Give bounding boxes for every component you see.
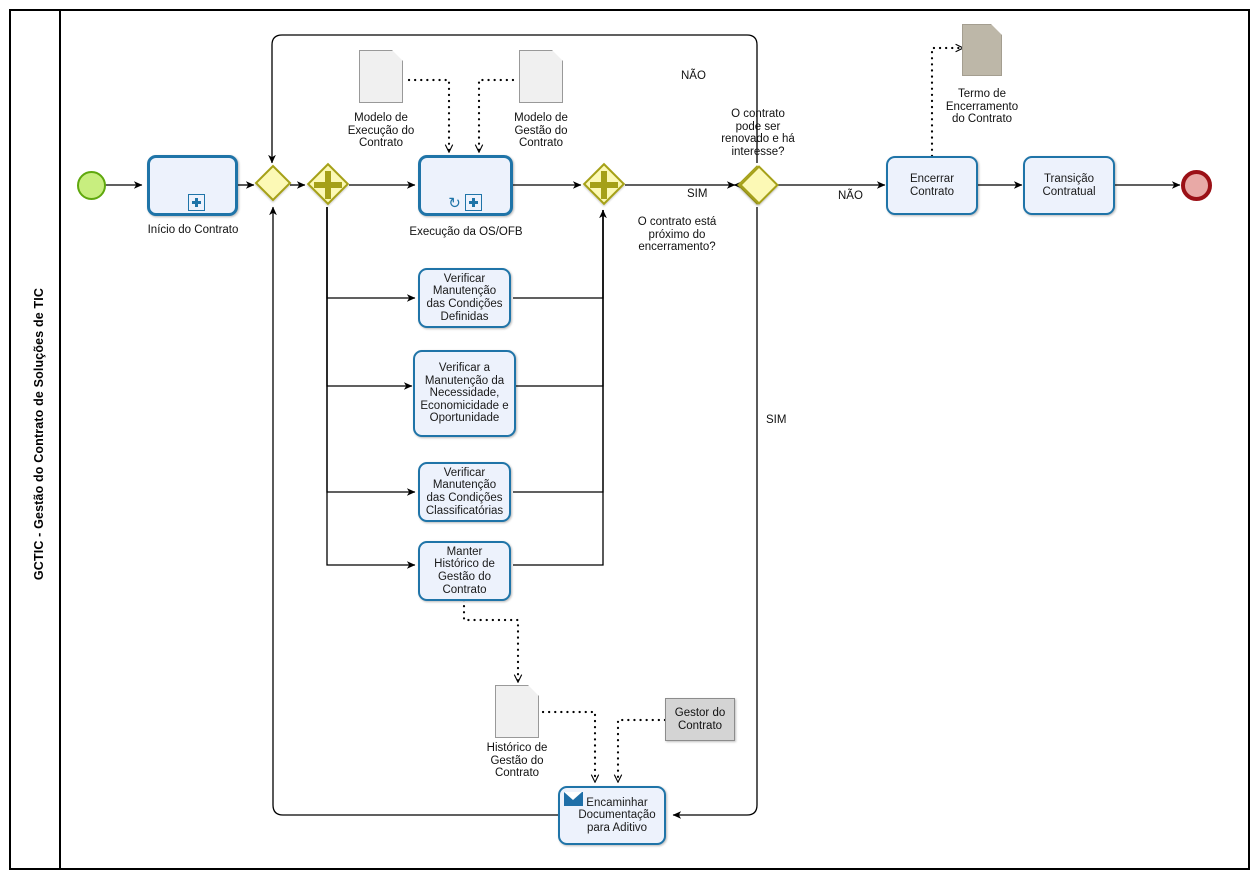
lane-header: GCTIC - Gestão do Contrato de Soluções d… xyxy=(9,9,61,870)
task-verificar-condicoes-definidas[interactable]: Verificar Manutenção das Condições Defin… xyxy=(418,268,511,328)
collapsed-subprocess-plus-icon xyxy=(465,194,482,211)
task-verificar-necessidade[interactable]: Verificar a Manutenção da Necessidade, E… xyxy=(413,350,516,437)
task-label: Encaminhar Documentação para Aditivo xyxy=(578,796,656,834)
data-object-termo-encerramento[interactable] xyxy=(962,23,1003,76)
data-object-modelo-gestao-label: Modelo de Gestão do Contrato xyxy=(514,112,568,150)
start-event[interactable] xyxy=(77,171,106,200)
gateway-parallel-join[interactable] xyxy=(582,162,626,206)
parallel-marker-v xyxy=(601,170,607,199)
task-execucao-da-os-ofb[interactable]: ↻ xyxy=(418,155,513,216)
data-object-modelo-gestao[interactable] xyxy=(519,49,564,103)
document-fold-icon xyxy=(551,49,564,62)
data-object-termo-encerramento-label: Termo de Encerramento do Contrato xyxy=(945,88,1019,126)
document-fold-icon xyxy=(391,49,404,62)
process-pool xyxy=(9,9,1250,870)
task-manter-historico[interactable]: Manter Histórico de Gestão do Contrato xyxy=(418,541,511,601)
flow-label-nao-top: NÃO xyxy=(681,70,706,82)
message-envelope-icon xyxy=(564,792,583,806)
data-object-historico-gestao[interactable] xyxy=(495,684,540,738)
document-fold-icon xyxy=(990,23,1003,36)
task-inicio-do-contrato[interactable] xyxy=(147,155,238,216)
flow-label-nao-renovado: NÃO xyxy=(838,190,863,202)
document-sheet xyxy=(495,685,539,738)
task-encaminhar-documentacao-para-aditivo[interactable]: Encaminhar Documentação para Aditivo xyxy=(558,786,666,845)
task-label: Transição Contratual xyxy=(1042,172,1096,198)
gateway-merge-exclusive[interactable] xyxy=(254,164,292,202)
diamond-shape xyxy=(739,165,779,205)
document-fold-icon xyxy=(527,684,540,697)
data-object-modelo-execucao[interactable] xyxy=(359,49,404,103)
parallel-marker-v xyxy=(325,170,331,199)
gateway-renovado[interactable] xyxy=(739,165,779,205)
task-label: Verificar Manutenção das Condições Defin… xyxy=(426,272,503,323)
data-object-modelo-execucao-label: Modelo de Execução do Contrato xyxy=(347,112,415,150)
task-execucao-da-os-ofb-label: Execução da OS/OFB xyxy=(409,226,523,238)
task-label: Verificar Manutenção das Condições Class… xyxy=(425,466,504,517)
flow-label-sim-proximo: SIM xyxy=(687,188,708,200)
task-verificar-condicoes-classificatorias[interactable]: Verificar Manutenção das Condições Class… xyxy=(418,462,511,522)
data-store-gestor-do-contrato[interactable]: Gestor do Contrato xyxy=(665,698,735,741)
flow-label-sim-renovado: SIM xyxy=(766,414,787,426)
end-event[interactable] xyxy=(1181,170,1212,201)
loop-marker-icon: ↻ xyxy=(448,194,461,212)
lane-title: GCTIC - Gestão do Contrato de Soluções d… xyxy=(32,287,46,581)
diamond-shape xyxy=(254,164,292,202)
task-encerrar-contrato[interactable]: Encerrar Contrato xyxy=(886,156,978,215)
task-label: Verificar a Manutenção da Necessidade, E… xyxy=(420,362,509,425)
data-object-historico-gestao-label: Histórico de Gestão do Contrato xyxy=(486,742,548,780)
task-label: Encerrar Contrato xyxy=(909,172,955,198)
gateway-parallel-split[interactable] xyxy=(306,162,350,206)
task-transicao-contratual[interactable]: Transição Contratual xyxy=(1023,156,1115,215)
collapsed-subprocess-plus-icon xyxy=(188,194,205,211)
gateway-proximo-do-encerramento-label: O contrato está próximo do encerramento? xyxy=(637,216,717,254)
task-label: Manter Histórico de Gestão do Contrato xyxy=(434,545,495,596)
task-inicio-do-contrato-label: Início do Contrato xyxy=(147,224,239,236)
gateway-renovado-label: O contrato pode ser renovado e há intere… xyxy=(721,108,795,158)
